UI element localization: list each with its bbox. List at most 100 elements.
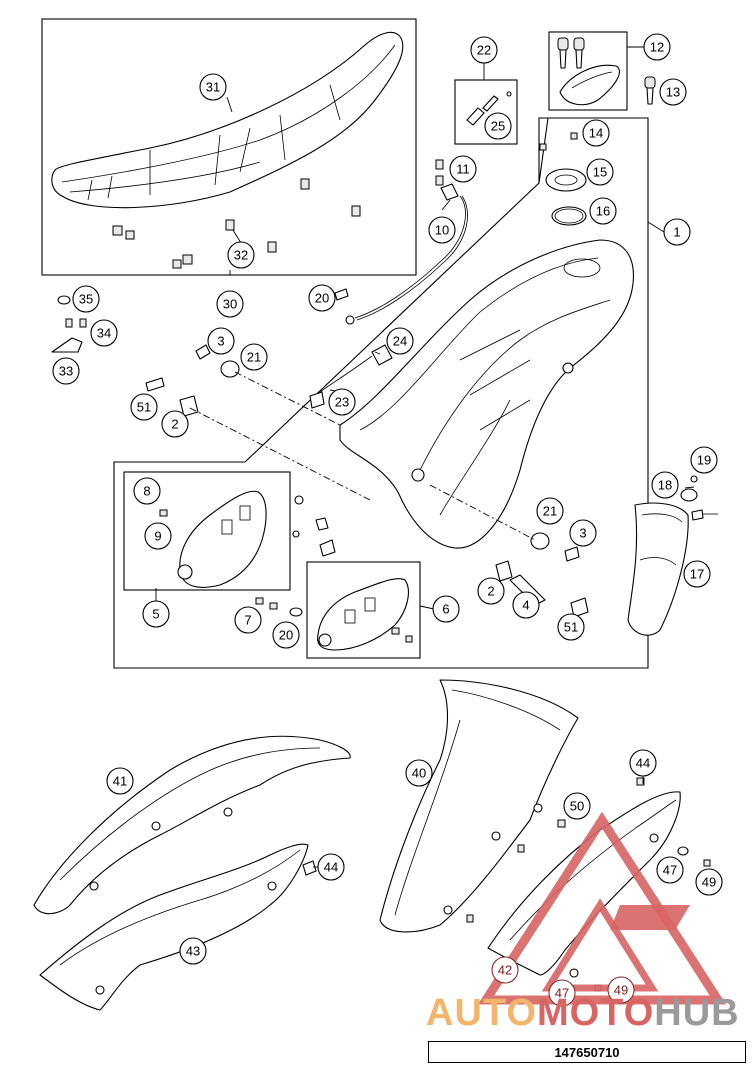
svg-text:42: 42: [498, 963, 512, 978]
callout-2-left: 2: [161, 410, 189, 438]
spoiler-right-part: [379, 679, 579, 933]
callout-43: 43: [179, 937, 207, 965]
svg-text:5: 5: [152, 607, 159, 622]
callout-47-upper: 47: [656, 856, 684, 884]
callout-23: 23: [328, 388, 356, 416]
watermark-logo: [477, 811, 727, 1005]
callout-35: 35: [72, 285, 100, 313]
callout-5: 5: [142, 600, 170, 628]
protector-left-bolts: [255, 597, 303, 617]
callout-3-left: 3: [207, 327, 235, 355]
tank-group-frame: [113, 117, 649, 669]
callout-31: 31: [199, 73, 227, 101]
cable-part: [334, 159, 468, 325]
svg-text:31: 31: [206, 80, 220, 95]
fuel-tank-part: [339, 239, 634, 549]
tank-group-frame-top: [538, 117, 548, 183]
document-number-text: 147650710: [554, 1044, 620, 1060]
callout-33: 33: [52, 357, 80, 385]
svg-text:13: 13: [666, 85, 680, 100]
callout-21-right: 21: [536, 497, 564, 525]
spoiler-left-part: [33, 735, 351, 915]
callout-50: 50: [563, 792, 591, 820]
svg-text:32: 32: [234, 248, 248, 263]
callout-3-right: 3: [569, 519, 597, 547]
svg-text:16: 16: [596, 204, 610, 219]
callout-14: 14: [582, 119, 610, 147]
callout-24: 24: [386, 327, 414, 355]
callout-22: 22: [470, 36, 498, 64]
svg-text:35: 35: [79, 292, 93, 307]
key-set-part: [557, 37, 620, 106]
axis-line-upper: [234, 371, 341, 426]
svg-text:20: 20: [315, 291, 329, 306]
svg-text:33: 33: [59, 364, 73, 379]
screw-kit-part: [466, 91, 512, 126]
seat-part: [51, 31, 404, 209]
svg-text:12: 12: [650, 40, 664, 55]
svg-text:22: 22: [477, 43, 491, 58]
svg-text:51: 51: [564, 620, 578, 635]
callout-11: 11: [449, 155, 477, 183]
svg-text:47: 47: [663, 863, 677, 878]
callout-19: 19: [690, 446, 718, 474]
protector-left-box: [123, 471, 291, 591]
axis-line-lower: [189, 407, 371, 501]
callout-51-right: 51: [557, 613, 585, 641]
watermark-brand-text: AUTOMOTOHUB: [426, 992, 740, 1034]
callout-4: 4: [512, 591, 540, 619]
leader-lines: [155, 46, 695, 868]
side-cover-left-part: [39, 843, 309, 1011]
callout-1: 1: [663, 218, 691, 246]
protector-right-box: [306, 561, 421, 659]
seat-fasteners: [112, 178, 361, 269]
svg-text:41: 41: [113, 774, 127, 789]
tank-cap-parts: [539, 132, 587, 226]
callout-6: 6: [432, 595, 460, 623]
key-13-part: [644, 76, 656, 105]
svg-text:50: 50: [570, 799, 584, 814]
svg-text:34: 34: [97, 326, 111, 341]
svg-text:30: 30: [223, 297, 237, 312]
callout-8: 8: [133, 477, 161, 505]
svg-text:19: 19: [697, 453, 711, 468]
svg-text:44: 44: [324, 860, 338, 875]
callout-47-lower: 47: [548, 979, 576, 1007]
svg-text:14: 14: [589, 126, 603, 141]
svg-text:44: 44: [636, 756, 650, 771]
screw-group-box: [454, 79, 518, 145]
svg-text:2: 2: [171, 417, 178, 432]
svg-text:10: 10: [435, 223, 449, 238]
svg-text:51: 51: [137, 400, 151, 415]
callout-12: 12: [643, 33, 671, 61]
callout-2-right: 2: [477, 577, 505, 605]
callout-17: 17: [683, 560, 711, 588]
svg-text:25: 25: [491, 119, 505, 134]
svg-text:49: 49: [702, 875, 716, 890]
key-group-box: [548, 31, 628, 111]
svg-text:3: 3: [579, 526, 586, 541]
seat-hardware-part: [51, 295, 87, 353]
callout-40: 40: [405, 759, 433, 787]
callout-49-lower: 49: [607, 976, 635, 1004]
callout-21-left: 21: [240, 343, 268, 371]
splash-guard-part: [627, 475, 718, 636]
svg-text:7: 7: [244, 613, 251, 628]
callout-13: 13: [659, 78, 687, 106]
svg-text:24: 24: [393, 334, 407, 349]
svg-text:47: 47: [555, 986, 569, 1001]
callout-10: 10: [428, 216, 456, 244]
connector-part: [309, 344, 393, 409]
svg-text:23: 23: [335, 395, 349, 410]
callout-41: 41: [106, 767, 134, 795]
callout-20-protector: 20: [272, 621, 300, 649]
seat-group-box: [41, 18, 417, 276]
callout-32: 32: [227, 241, 255, 269]
callout-49-upper: 49: [695, 868, 723, 896]
callout-20-cable: 20: [308, 284, 336, 312]
svg-text:9: 9: [154, 529, 161, 544]
callout-30: 30: [216, 290, 244, 318]
svg-text:6: 6: [442, 602, 449, 617]
callout-34: 34: [90, 319, 118, 347]
